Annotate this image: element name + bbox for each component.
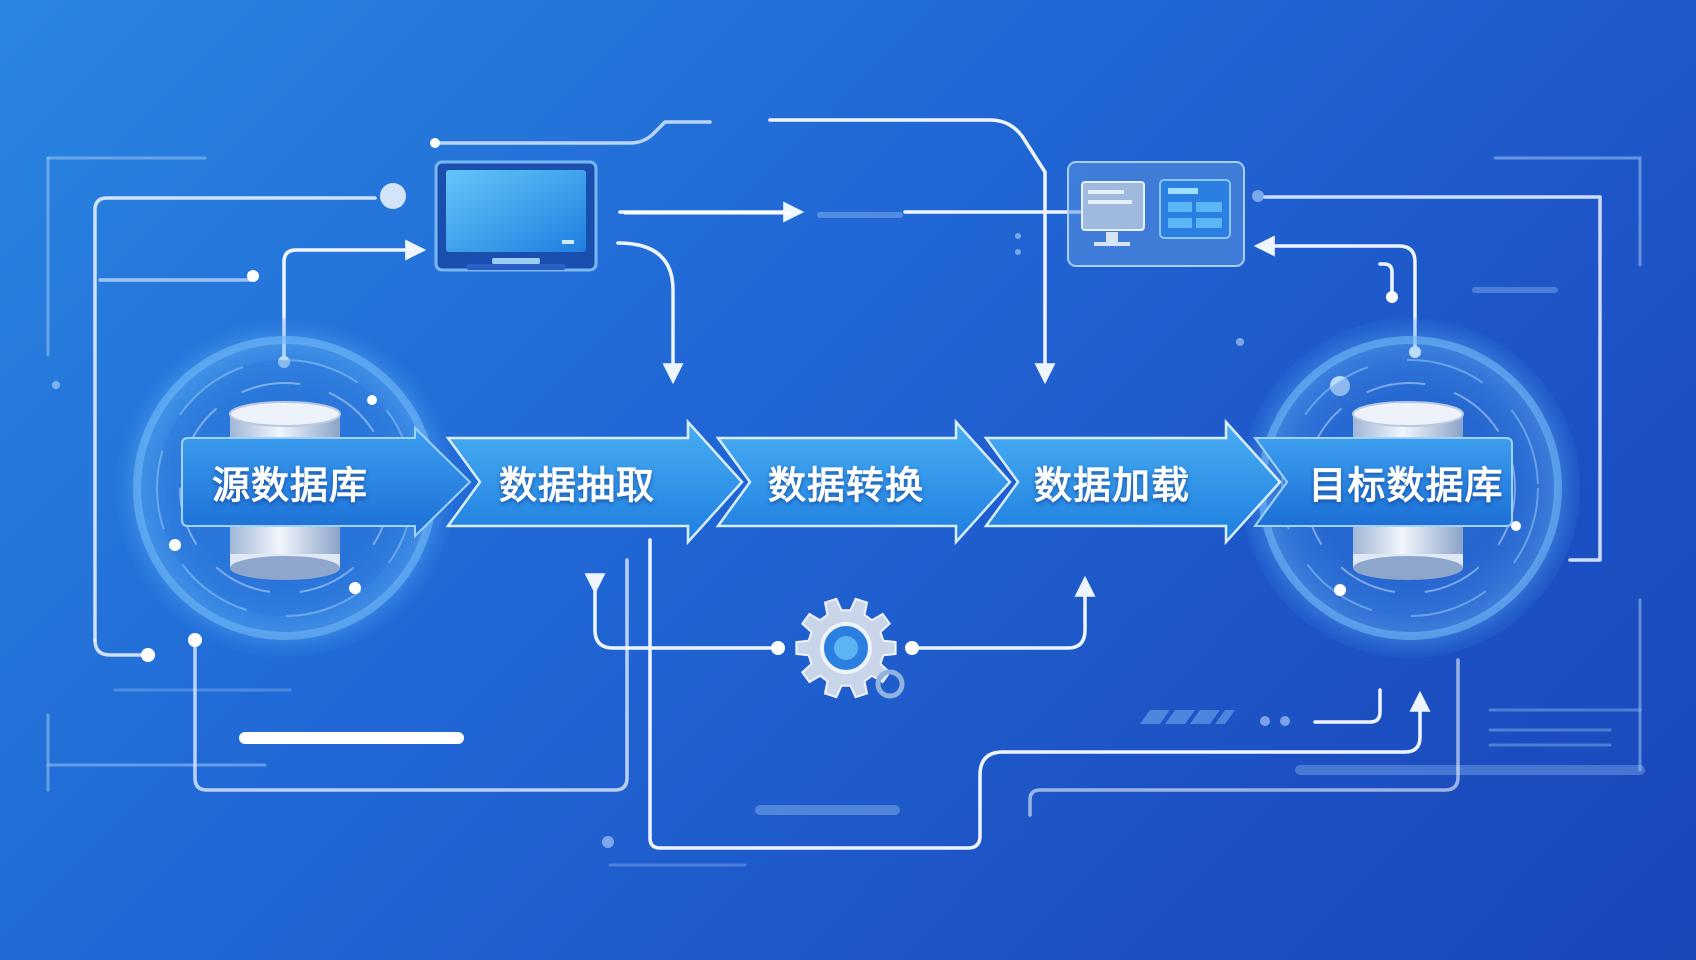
gear-center	[834, 636, 858, 660]
hatch-marks	[1140, 710, 1235, 724]
database-disc-bottom	[1353, 556, 1463, 580]
dashboard-icon	[1067, 161, 1245, 267]
gear-icon	[795, 597, 905, 699]
database-disc	[1353, 526, 1463, 554]
stage-extract-arrow	[445, 418, 744, 546]
background-circuit-lines	[46, 156, 1645, 867]
target-database-icon	[1352, 401, 1464, 580]
stage-target-arrow	[1253, 437, 1513, 527]
flow-pipeline	[181, 418, 1513, 546]
stage-transform-arrow	[715, 418, 1012, 546]
connector-lines	[93, 118, 1602, 850]
background-dots	[52, 190, 1290, 848]
source-database-icon	[229, 401, 341, 580]
stage-load-arrow	[983, 418, 1282, 546]
database-disc	[230, 526, 340, 554]
stage-source-arrow	[181, 425, 472, 539]
small-gear	[875, 669, 905, 699]
database-disc-bottom	[230, 556, 340, 580]
database-disc-top	[229, 401, 341, 427]
target-database-ring	[1240, 318, 1580, 658]
database-disc-top	[1352, 401, 1464, 427]
decorative-bars	[239, 211, 792, 744]
monitor-icon	[434, 160, 598, 272]
